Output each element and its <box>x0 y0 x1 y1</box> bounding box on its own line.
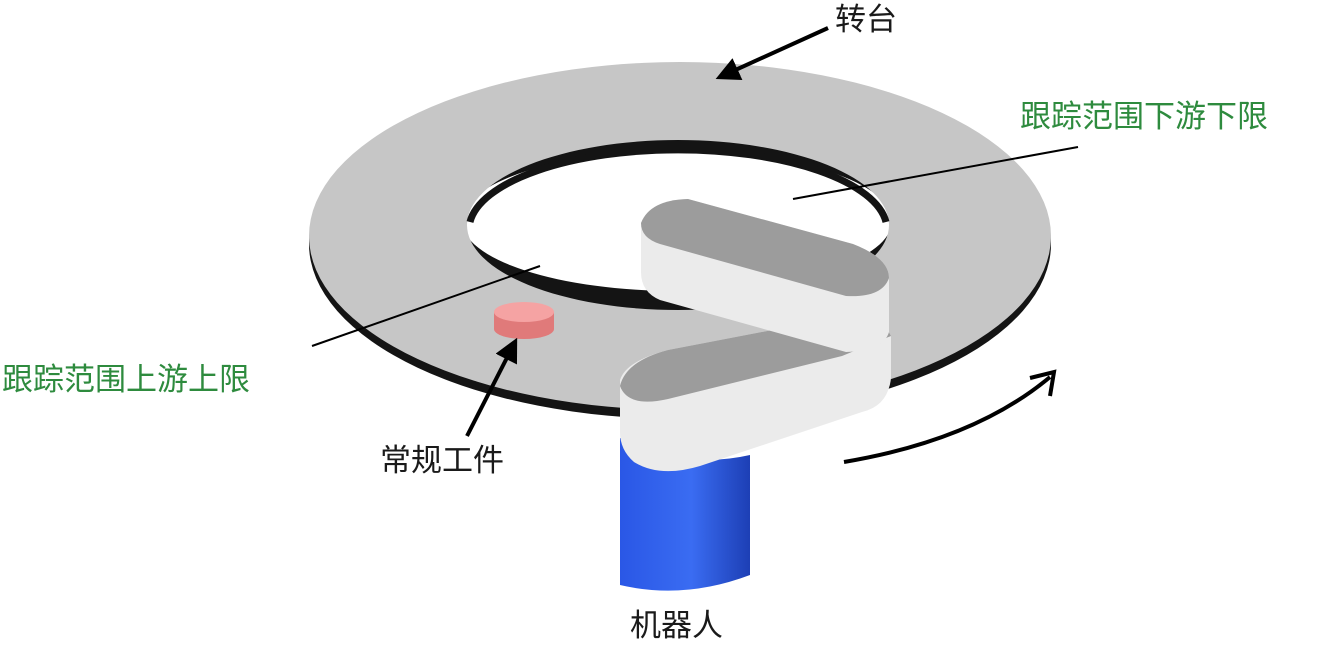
upstream-limit-leader <box>311 265 541 347</box>
workpiece-label: 常规工件 <box>380 443 504 479</box>
downstream-limit-leader <box>792 146 1079 200</box>
robot-base <box>620 438 750 591</box>
robot-label: 机器人 <box>630 608 723 644</box>
rotation-arrow <box>843 375 1052 464</box>
workpiece-pointer <box>465 337 518 437</box>
turntable-pointer <box>715 26 829 80</box>
upstream-limit-label: 跟踪范围上游上限 <box>2 362 250 398</box>
robot-upper-arm <box>641 199 889 352</box>
turntable-label: 转台 <box>835 2 897 38</box>
downstream-limit-label: 跟踪范围下游下限 <box>1020 99 1268 135</box>
rotation-arrow-head <box>1029 369 1057 397</box>
workpiece <box>494 302 554 339</box>
